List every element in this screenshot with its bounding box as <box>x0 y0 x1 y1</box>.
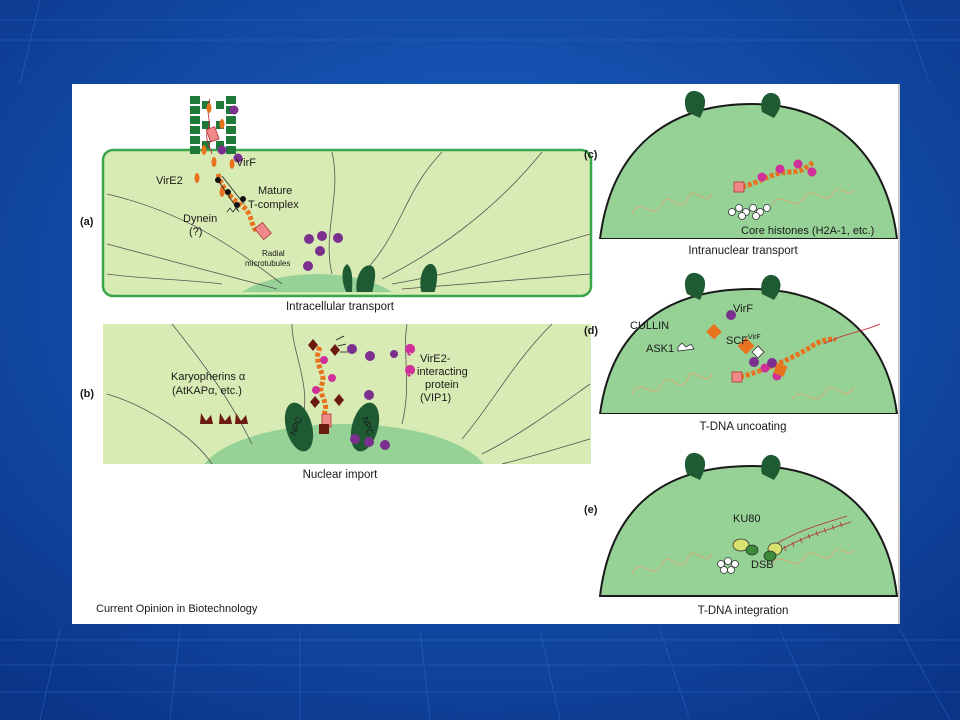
figure-diagram: VirE2 VirF Mature T-complex Dynein (?) R… <box>80 90 898 617</box>
radial-microtubules-b <box>106 324 591 464</box>
ask1-icon <box>677 342 695 352</box>
label-vire2: VirE2 <box>156 175 183 187</box>
npc-c-right <box>761 92 781 118</box>
panel-d-tag: (d) <box>584 325 598 337</box>
npc-pore-right <box>420 263 438 292</box>
label-cullin: CULLIN <box>630 320 669 332</box>
figure: VirE2 VirF Mature T-complex Dynein (?) R… <box>72 84 900 624</box>
tcomplex-b <box>315 345 329 416</box>
virf-molecules <box>303 231 343 271</box>
panel-b-caption: Nuclear import <box>303 469 379 481</box>
label-dynein: Dynein <box>183 213 217 225</box>
label-vire2-interacting-1: VirE2- <box>420 353 451 365</box>
label-scf-main: SCF <box>726 335 748 347</box>
dynein <box>215 175 246 213</box>
ku80-molecules <box>732 538 783 562</box>
label-scf: SCFVirF <box>726 334 761 347</box>
npc-c-left <box>684 90 706 118</box>
cell-wall-channel <box>190 96 236 154</box>
panel-b-tag: (b) <box>80 388 94 400</box>
chromatin-c <box>631 188 855 215</box>
label-core-histones: Core histones (H2A-1, etc.) <box>741 225 874 237</box>
panel-b: NPC NPC <box>80 324 591 481</box>
npc-left: NPC <box>284 402 314 452</box>
label-mature: Mature <box>258 185 292 197</box>
label-radial: Radial <box>262 249 285 258</box>
tdna-ladder <box>775 515 852 552</box>
vire2-molecules <box>194 103 235 197</box>
label-ask1: ASK1 <box>646 343 674 355</box>
karyopherin-alpha <box>200 413 248 424</box>
label-dynein-q: (?) <box>189 226 202 238</box>
label-tcomplex: T-complex <box>248 199 299 211</box>
vip1-icons <box>405 344 416 377</box>
virD2-pilot <box>205 126 220 143</box>
panel-d: VirF CULLIN ASK1 SCFVirF (d) T-DNA uncoa… <box>584 272 898 433</box>
panel-a-caption: Intracellular transport <box>286 301 395 313</box>
panel-e: KU80 DSB (e) T-DNA integration <box>584 452 898 617</box>
panel-e-tag: (e) <box>584 504 598 516</box>
label-atkap: (AtKAPα, etc.) <box>172 385 242 397</box>
panel-a-tag: (a) <box>80 216 94 228</box>
panel-c-tag: (c) <box>584 149 598 161</box>
nucleus-e <box>598 464 898 597</box>
nucleus <box>241 274 393 292</box>
source-credit: Current Opinion in Biotechnology <box>96 603 258 615</box>
label-ku80: KU80 <box>733 513 761 525</box>
panel-a: VirE2 VirF Mature T-complex Dynein (?) R… <box>80 96 593 313</box>
label-karyopherins: Karyopherins α <box>171 371 246 383</box>
label-vip1: (VIP1) <box>420 392 451 404</box>
panel-c: Core histones (H2A-1, etc.) (c) Intranuc… <box>584 90 898 257</box>
tcomplex-d <box>739 336 837 380</box>
nucleus-b <box>204 424 484 464</box>
cullin-icon <box>706 323 722 340</box>
panel-e-caption: T-DNA integration <box>698 605 789 617</box>
label-microtubules: microtubules <box>245 259 290 268</box>
npc-pore-left <box>356 265 376 292</box>
panel-c-caption: Intranuclear transport <box>688 245 798 257</box>
tcomplex-c <box>741 159 816 190</box>
label-vire2-interacting-2: interacting <box>417 366 468 378</box>
label-dsb: DSB <box>751 559 774 571</box>
mature-tcomplex <box>215 173 260 234</box>
nucleus-c <box>598 102 898 239</box>
label-vire2-interacting-3: protein <box>425 379 459 391</box>
label-virf-d: VirF <box>733 303 753 315</box>
label-scf-sup: VirF <box>748 334 761 341</box>
label-virf: VirF <box>236 157 256 169</box>
core-histones <box>728 204 771 220</box>
panel-d-caption: T-DNA uncoating <box>700 421 787 433</box>
